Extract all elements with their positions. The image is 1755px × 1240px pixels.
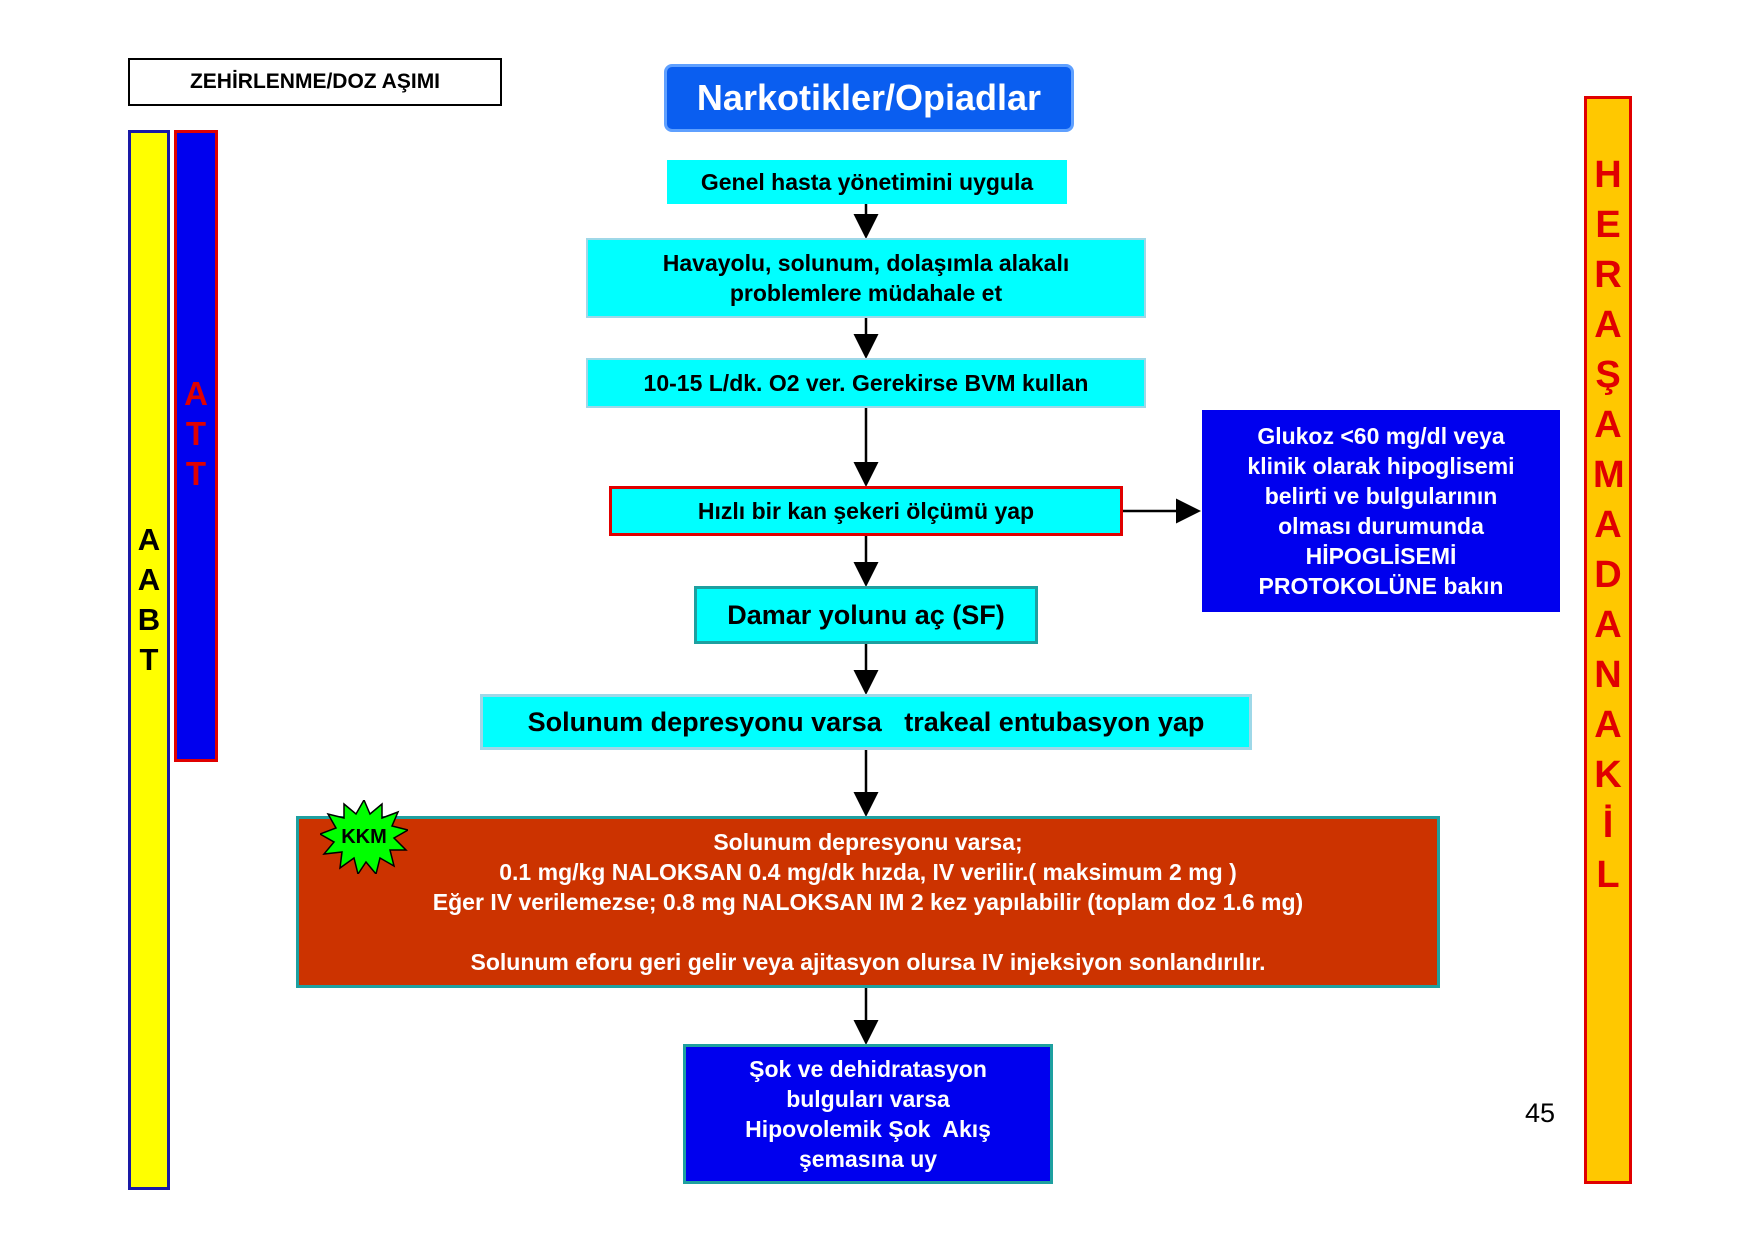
- step-airway-breathing-circulation: Havayolu, solunum, dolaşımla alakalı pro…: [586, 238, 1146, 318]
- step-iv-access: Damar yolunu aç (SF): [694, 586, 1038, 644]
- step-oxygen: 10-15 L/dk. O2 ver. Gerekirse BVM kullan: [586, 358, 1146, 408]
- step7-line2: 0.1 mg/kg NALOKSAN 0.4 mg/dk hızda, IV v…: [499, 859, 1237, 885]
- step6-text: Solunum depresyonu varsa trakeal entubas…: [527, 706, 1205, 737]
- side-line3: belirti ve bulgularının: [1264, 483, 1498, 509]
- side-line4: olması durumunda: [1278, 513, 1484, 539]
- side-line6: PROTOKOLÜNE bakın: [1258, 573, 1504, 599]
- step2-line1: Havayolu, solunum, dolaşımla alakalı: [662, 250, 1070, 276]
- page-title-text: Narkotikler/Opiadlar: [696, 77, 1042, 118]
- her-asamada-nakil-letters: H E R A Ş A M A D A N A K İ L: [1593, 154, 1654, 896]
- section-header-label: ZEHİRLENME/DOZ AŞIMI: [189, 70, 441, 93]
- step4-text: Hızlı bir kan şekeri ölçümü yap: [697, 497, 1035, 524]
- step-naloxone: Solunum depresyonu varsa; 0.1 mg/kg NALO…: [296, 816, 1440, 988]
- step5-text: Damar yolunu aç (SF): [727, 599, 1005, 630]
- step8-line4: şemasına uy: [798, 1146, 938, 1172]
- her-asamada-nakil-bar: [1584, 96, 1632, 1184]
- aabt-side-bar: [128, 130, 170, 1190]
- page-number: 45: [1524, 1098, 1556, 1128]
- hypoglycemia-protocol-box: Glukoz <60 mg/dl veya klinik olarak hipo…: [1202, 410, 1560, 612]
- side-line2: klinik olarak hipoglisemi: [1247, 453, 1515, 479]
- side-line5: HİPOGLİSEMİ: [1305, 543, 1457, 569]
- step-intubation: Solunum depresyonu varsa trakeal entubas…: [480, 694, 1252, 750]
- step3-text: 10-15 L/dk. O2 ver. Gerekirse BVM kullan: [643, 369, 1089, 396]
- kkm-starburst-icon: KKM: [320, 800, 408, 874]
- step-hypovolemic-shock: Şok ve dehidratasyon bulguları varsa Hip…: [683, 1044, 1053, 1184]
- step7-line3: Eğer IV verilemezse; 0.8 mg NALOKSAN IM …: [432, 889, 1304, 915]
- step7-line1: Solunum depresyonu varsa;: [713, 829, 1023, 855]
- step1-text: Genel hasta yönetimini uygula: [700, 168, 1034, 195]
- aabt-letters: A A B T: [137, 522, 161, 677]
- step2-line2: problemlere müdahale et: [729, 280, 1003, 306]
- step8-line2: bulguları varsa: [786, 1086, 950, 1112]
- page-title: Narkotikler/Opiadlar: [664, 64, 1074, 132]
- section-header: ZEHİRLENME/DOZ AŞIMI: [128, 58, 502, 106]
- step8-line3: Hipovolemik Şok Akış: [745, 1116, 991, 1142]
- her-asamada-nakil-label: H E R A Ş A M A D A N A K İ L: [1584, 150, 1632, 900]
- att-vertical-label: A T T: [174, 374, 218, 494]
- att-letters: A T T: [184, 375, 208, 492]
- side-line1: Glukoz <60 mg/dl veya: [1257, 423, 1505, 449]
- att-side-bar: [174, 130, 218, 762]
- kkm-label: KKM: [341, 826, 387, 848]
- step8-line1: Şok ve dehidratasyon: [749, 1056, 987, 1082]
- step-general-patient-management: Genel hasta yönetimini uygula: [667, 160, 1067, 204]
- step7-line4: Solunum eforu geri gelir veya ajitasyon …: [470, 949, 1266, 975]
- aabt-vertical-label: A A B T: [128, 520, 170, 680]
- step-blood-glucose: Hızlı bir kan şekeri ölçümü yap: [609, 486, 1123, 536]
